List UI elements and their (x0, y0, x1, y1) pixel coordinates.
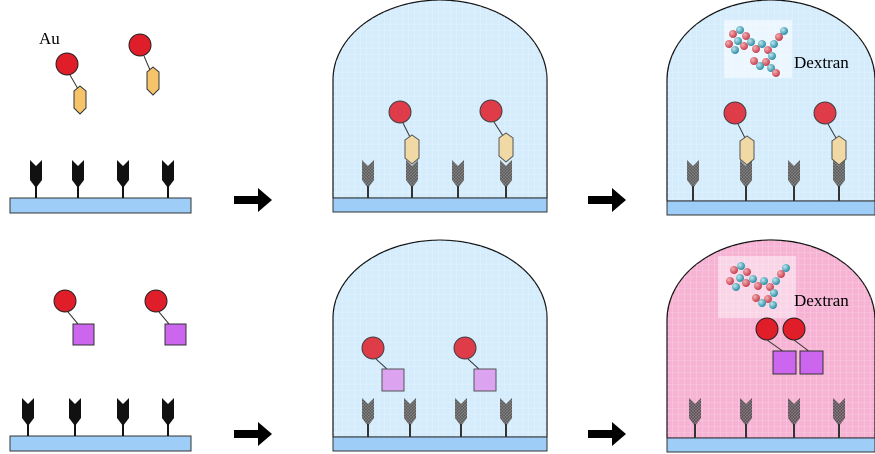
receptor (788, 160, 800, 201)
gold-nanoparticle (453, 336, 477, 360)
receptor (406, 160, 418, 198)
receptor (117, 398, 129, 436)
receptor (689, 398, 701, 438)
unbound-conjugate (361, 336, 405, 392)
gold-nanoparticle (723, 101, 747, 125)
gold-nanoparticle (361, 336, 385, 360)
receptor (362, 160, 374, 198)
square-antigen (772, 350, 797, 375)
receptor (740, 398, 752, 438)
receptor (833, 160, 845, 201)
gold-nanoparticle (782, 317, 806, 341)
receptor (362, 398, 374, 437)
hexagon-antigen (146, 66, 160, 96)
arrow-right (588, 188, 626, 212)
gold-nanoparticle (128, 33, 152, 57)
substrate (666, 200, 875, 216)
gold-nanoparticle (755, 317, 779, 341)
receptor (740, 160, 752, 201)
receptor (162, 160, 174, 198)
receptor (30, 160, 42, 198)
hexagon-antigen (831, 135, 847, 166)
unbound-conjugate (453, 336, 497, 392)
bound-conjugate (723, 101, 755, 166)
receptor (117, 160, 129, 198)
gold-particle-hexagon-conjugate (55, 52, 87, 115)
gold-nanoparticle (479, 99, 503, 123)
square-antigen (473, 368, 497, 392)
bound-conjugate (813, 101, 847, 166)
hexagon-antigen (739, 135, 755, 166)
substrate (332, 197, 548, 213)
receptor (687, 160, 699, 201)
gold-nanoparticle (813, 101, 837, 125)
chamber-bottom-right: Dextran (666, 239, 875, 453)
bare-substrate-bottom (9, 398, 192, 452)
bound-conjugate (479, 99, 514, 163)
chamber-bottom-middle (332, 239, 548, 452)
receptor (833, 398, 845, 438)
dextran-polymer (724, 20, 792, 78)
receptor (22, 398, 34, 436)
gold-particle-square-conjugate (53, 289, 95, 346)
substrate (9, 435, 192, 452)
receptor (500, 398, 512, 437)
dextran-bound-conjugate (755, 317, 797, 375)
substrate (332, 436, 548, 452)
receptor (455, 398, 467, 437)
square-antigen (799, 350, 824, 375)
square-antigen (72, 323, 95, 346)
square-antigen (164, 323, 187, 346)
chamber-top-right: Dextran (666, 0, 875, 216)
substrate (9, 197, 192, 214)
gold-nanoparticle (55, 52, 79, 76)
arrow-right (234, 422, 272, 446)
dextran-label: Dextran (794, 53, 849, 72)
arrow-right (588, 422, 626, 446)
gold-nanoparticle (144, 289, 168, 313)
dextran-polymer (718, 256, 796, 318)
receptor (788, 398, 800, 438)
arrow-right (234, 188, 272, 212)
bound-conjugate (388, 100, 420, 165)
gold-label: Au (39, 29, 60, 48)
gold-particle-hexagon-conjugate (128, 33, 160, 96)
gold-nanoparticle (388, 100, 412, 124)
receptor (452, 160, 464, 198)
receptor (162, 398, 174, 436)
gold-particle-square-conjugate (144, 289, 187, 346)
bare-substrate-top (9, 160, 192, 214)
gold-nanoparticle (53, 289, 77, 313)
square-antigen (381, 368, 405, 392)
dextran-bound-conjugate (782, 317, 824, 375)
receptor (72, 160, 84, 198)
dextran-label: Dextran (794, 291, 849, 310)
hexagon-antigen (73, 85, 87, 115)
hexagon-antigen (498, 132, 514, 163)
receptor (500, 160, 512, 198)
receptor (69, 398, 81, 436)
substrate (666, 437, 875, 453)
receptor (404, 398, 416, 437)
hexagon-antigen (404, 134, 420, 165)
chamber-top-middle (332, 0, 548, 213)
